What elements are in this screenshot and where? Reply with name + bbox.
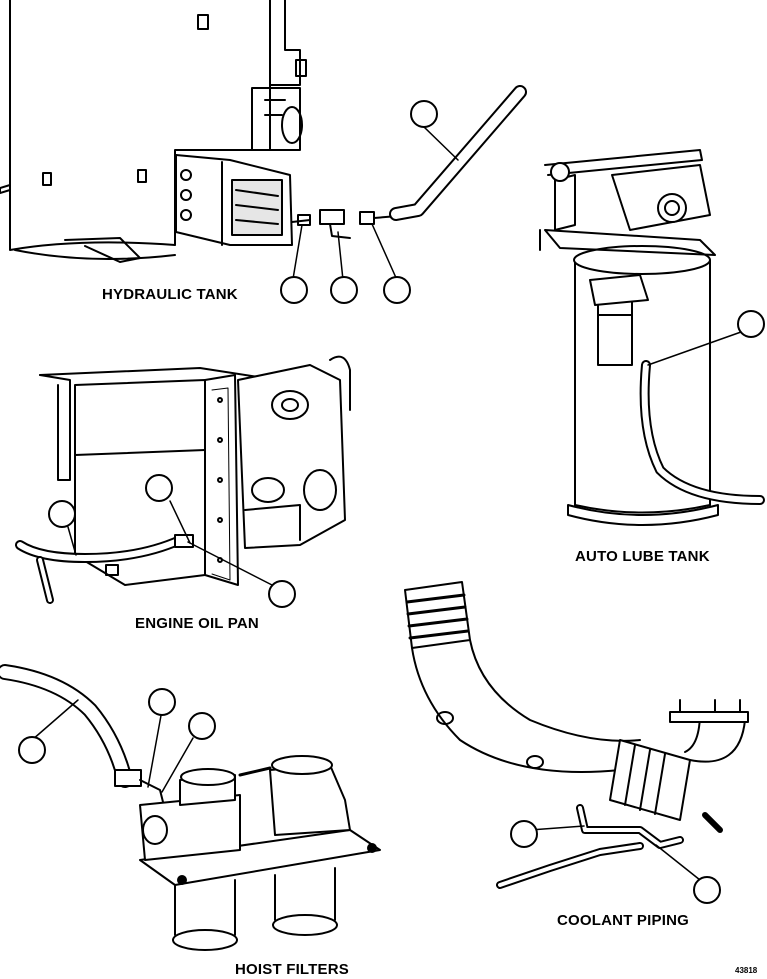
figure-number: 43818 xyxy=(735,966,758,975)
caption-engine-oil-pan: ENGINE OIL PAN xyxy=(135,615,259,632)
engine-oil-pan-illustration xyxy=(15,355,351,604)
coolant-piping-illustration xyxy=(404,581,749,889)
callout-coolant-hose xyxy=(693,876,721,904)
callout-hydraulic-fitting-3 xyxy=(383,276,411,304)
caption-auto-lube-tank: AUTO LUBE TANK xyxy=(575,548,710,565)
caption-hydraulic-tank: HYDRAULIC TANK xyxy=(102,286,238,303)
callout-hydraulic-hose xyxy=(410,100,438,128)
callout-hoist-hose xyxy=(18,736,46,764)
caption-hoist-filters: HOIST FILTERS xyxy=(235,961,349,978)
callout-hydraulic-fitting-1 xyxy=(280,276,308,304)
callout-hoist-fitting-2 xyxy=(188,712,216,740)
callout-oil-pan-fitting xyxy=(145,474,173,502)
auto-lube-tank-illustration xyxy=(539,149,765,526)
leader-lines xyxy=(31,125,742,881)
hoist-filters-illustration xyxy=(0,664,381,951)
callout-oil-pan-hose xyxy=(48,500,76,528)
callout-oil-pan-drain xyxy=(268,580,296,608)
hydraulic-tank-illustration xyxy=(0,0,527,263)
callout-hoist-fitting-1 xyxy=(148,688,176,716)
callout-coolant-fitting xyxy=(510,820,538,848)
callout-auto-lube-tube xyxy=(737,310,765,338)
caption-coolant-piping: COOLANT PIPING xyxy=(557,912,689,929)
callout-hydraulic-fitting-2 xyxy=(330,276,358,304)
